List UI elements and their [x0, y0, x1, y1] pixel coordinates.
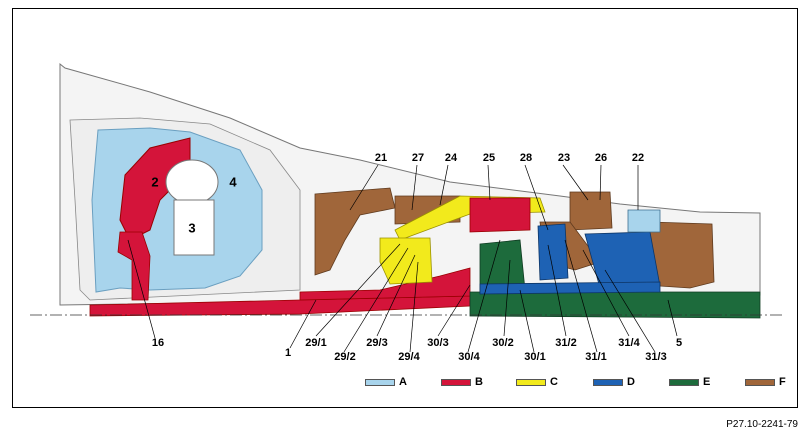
bottom-leaders	[127, 239, 678, 353]
label-24: 24	[444, 152, 458, 164]
label-31-4: 31/4	[618, 337, 640, 349]
legend-label-c: C	[550, 376, 558, 388]
brown-clutch-right	[569, 191, 613, 231]
red-feed	[117, 231, 151, 301]
label-converter-number: 4	[229, 174, 237, 190]
label-28: 28	[519, 152, 533, 164]
converter-hub	[165, 159, 219, 205]
stator	[173, 199, 215, 256]
legend-label-e: E	[703, 376, 711, 388]
legend-swatch-e	[669, 379, 699, 386]
label-29-1: 29/1	[305, 337, 327, 349]
legend-swatch-b	[441, 379, 471, 386]
top-leaders	[349, 164, 639, 231]
label-27: 27	[411, 152, 425, 164]
label-30-3: 30/3	[427, 337, 449, 349]
legend-label-a: A	[399, 376, 407, 388]
label-impeller-number: 2	[151, 174, 159, 190]
legend-label-d: D	[627, 376, 635, 388]
label-21: 21	[374, 152, 388, 164]
legend-swatch-c	[516, 379, 546, 386]
label-30-4: 30/4	[458, 351, 480, 363]
label-1: 1	[284, 347, 292, 359]
blue-clutch-left	[537, 223, 569, 281]
yellow-piston	[379, 237, 433, 285]
label-31-2: 31/2	[555, 337, 577, 349]
green-shaft	[469, 291, 761, 319]
blue-pack	[627, 209, 661, 233]
blue-line	[479, 281, 661, 295]
brown-clutch-left	[314, 187, 396, 276]
label-29-4: 29/4	[398, 351, 420, 363]
red-passage	[299, 267, 471, 301]
label-23: 23	[557, 152, 571, 164]
label-stator-number: 3	[188, 220, 196, 236]
label-30-1: 30/1	[524, 351, 546, 363]
legend-swatch-f	[745, 379, 775, 386]
label-25: 25	[482, 152, 496, 164]
label-31-1: 31/1	[585, 351, 607, 363]
legend-label-f: F	[779, 376, 786, 388]
label-29-3: 29/3	[366, 337, 388, 349]
legend-label-b: B	[475, 376, 483, 388]
figure-reference: P27.10-2241-79	[726, 419, 798, 430]
label-31-3: 31/3	[645, 351, 667, 363]
label-26: 26	[594, 152, 608, 164]
label-22: 22	[631, 152, 645, 164]
legend-swatch-d	[593, 379, 623, 386]
red-clutch	[469, 197, 531, 233]
label-16: 16	[151, 337, 165, 349]
label-5: 5	[675, 337, 683, 349]
label-29-2: 29/2	[334, 351, 356, 363]
legend-swatch-a	[365, 379, 395, 386]
label-30-2: 30/2	[492, 337, 514, 349]
